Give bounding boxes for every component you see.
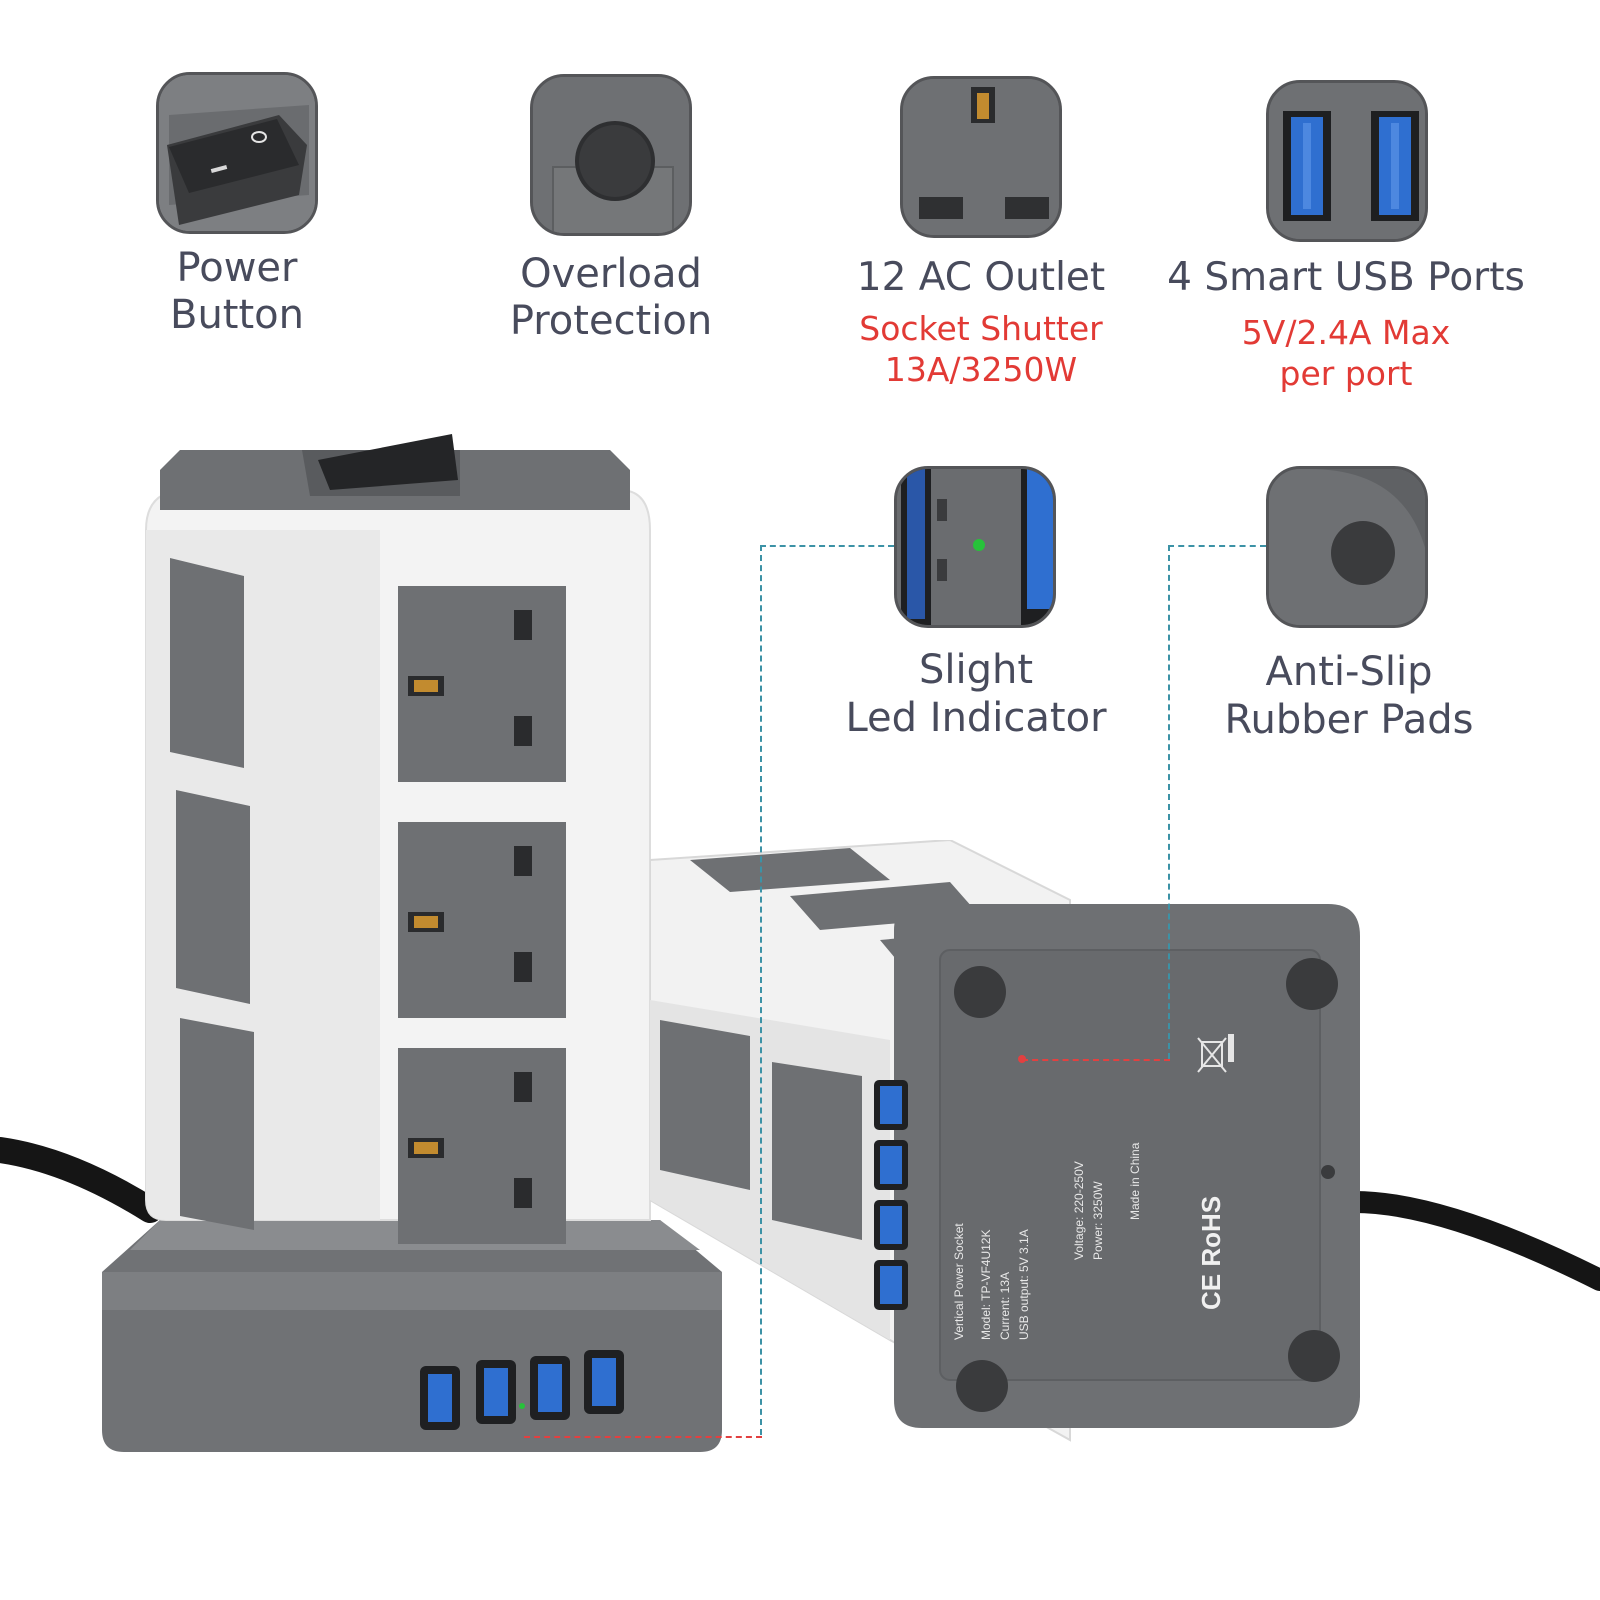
label-line: Power: 3250W (1091, 1181, 1105, 1260)
feature-subtitle-line: 5V/2.4A Max (1241, 313, 1451, 352)
feature-subtitle-line: 13A/3250W (884, 350, 1078, 389)
label-line: Model: TP-VF4U12K (979, 1229, 993, 1341)
feature-subtitle-usb: 5V/2.4A Max per port (1154, 316, 1538, 390)
feature-title-led: Slight Led Indicator (826, 650, 1126, 738)
pad-callout-line (1168, 545, 1266, 547)
led-callout-red-line (524, 1436, 762, 1438)
tower-socket-image (0, 430, 740, 1600)
feature-title-line: Anti-Slip (1265, 649, 1433, 695)
feature-title-line: 12 AC Outlet (856, 255, 1106, 300)
label-plate-text-2: Voltage: 220-250V Power: 3250W (1070, 1161, 1108, 1260)
feature-title-power: Power Button (157, 248, 317, 335)
feature-subtitle-line: per port (1279, 354, 1413, 393)
feature-title-line: Power (176, 245, 298, 291)
pad-callout-dot (1018, 1055, 1026, 1063)
pad-callout-red-line (1022, 1059, 1170, 1061)
certification-marks: CE RoHS (1196, 1195, 1226, 1310)
label-plate-text: Vertical Power Socket Model: TP-VF4U12K … (950, 1223, 1034, 1340)
feature-title-line: Protection (509, 298, 713, 344)
usb-ports-icon (1266, 80, 1428, 242)
led-callout-line (760, 545, 894, 547)
led-callout-line-vertical (760, 545, 762, 1435)
feature-subtitle-ac-outlet: Socket Shutter 13A/3250W (826, 312, 1136, 386)
feature-title-ac-outlet: 12 AC Outlet (826, 258, 1136, 297)
label-line: USB output: 5V 3.1A (1017, 1229, 1031, 1340)
pad-callout-line-vertical (1168, 545, 1170, 1059)
label-plate (996, 1220, 1296, 1221)
power-switch-icon (156, 72, 318, 234)
feature-title-line: Rubber Pads (1224, 697, 1474, 743)
ac-outlet-icon (900, 76, 1062, 238)
feature-title-line: Led Indicator (845, 695, 1107, 741)
feature-title-overload: Overload Protection (496, 254, 726, 341)
overload-button-icon (530, 74, 692, 236)
label-line: Made in China (1128, 1142, 1142, 1220)
feature-title-line: 4 Smart USB Ports (1167, 255, 1525, 300)
rubber-pad-icon (1266, 466, 1428, 628)
label-plate-text-3: Made in China (1128, 1143, 1142, 1220)
feature-title-line: Overload (520, 251, 702, 297)
feature-title-usb: 4 Smart USB Ports (1154, 258, 1538, 297)
feature-title-line: Button (170, 292, 304, 338)
label-line: Current: 13A (998, 1271, 1012, 1340)
feature-subtitle-line: Socket Shutter (859, 309, 1103, 348)
led-indicator-icon (894, 466, 1056, 628)
label-line: Voltage: 220-250V (1072, 1161, 1086, 1260)
lying-socket-image: Vertical Power Socket Model: TP-VF4U12K … (650, 840, 1600, 1600)
feature-title-rubber-pads: Anti-Slip Rubber Pads (1196, 652, 1502, 740)
feature-title-line: Slight (918, 647, 1034, 693)
label-line: Vertical Power Socket (952, 1223, 966, 1340)
